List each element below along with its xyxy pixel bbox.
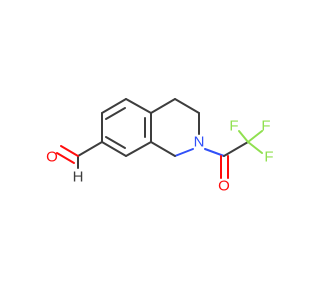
bond-c3-c2 <box>174 98 200 114</box>
bond-cho-o-b <box>56 152 75 164</box>
bond-c1-ring <box>150 141 176 157</box>
atom-label-f3: F <box>264 149 273 166</box>
atom-label-f2: F <box>261 118 270 135</box>
atom-label-o-aldehyde: O <box>46 149 58 166</box>
bond-cf3-f3 <box>247 141 263 154</box>
bond-ring-5-inner <box>105 136 126 149</box>
atom-label-f1: F <box>229 118 238 135</box>
bond-c4-c3 <box>150 98 176 114</box>
molecule-structure: O H N O F F F <box>46 98 274 195</box>
bond-ring-4 <box>125 141 152 157</box>
bond-co-cf3 <box>223 141 249 157</box>
trifluoroacetyl-group <box>204 130 263 179</box>
atom-label-n: N <box>194 134 205 151</box>
bond-ring-2 <box>125 98 152 114</box>
atom-label-o-carbonyl: O <box>218 178 230 195</box>
benzene-ring <box>101 98 152 157</box>
bond-cf3-f2 <box>247 130 263 143</box>
bond-ring-1 <box>101 98 127 114</box>
bond-n-co <box>204 148 225 157</box>
bond-cho-o-a <box>60 145 79 157</box>
atom-label-h: H <box>73 169 84 186</box>
bond-cf3-f1 <box>238 130 249 143</box>
aldehyde-group <box>56 141 103 169</box>
bond-n-c1 <box>174 148 194 157</box>
bond-ring-cho <box>77 141 103 157</box>
bond-ring-5 <box>101 141 127 157</box>
bond-ring-1-inner <box>105 107 126 120</box>
piperidine-ring <box>150 98 200 157</box>
